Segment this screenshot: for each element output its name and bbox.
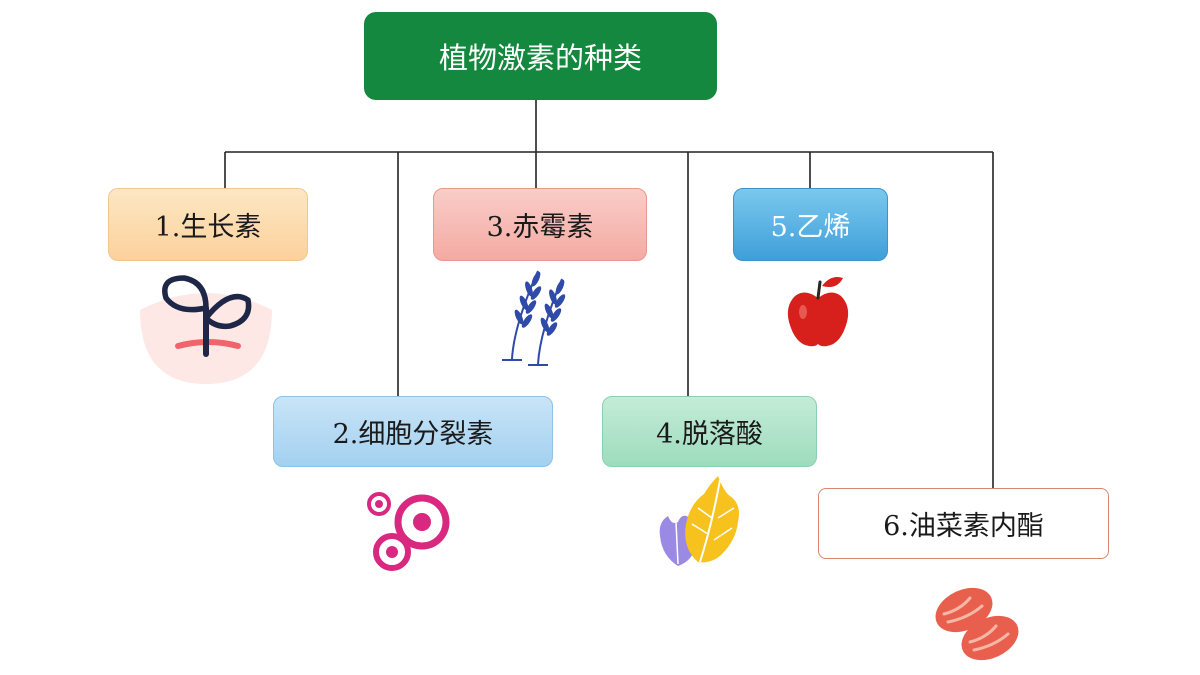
beans-icon bbox=[935, 587, 1019, 661]
node-label: 1.生长素 bbox=[154, 212, 262, 243]
node-label: 2.细胞分裂素 bbox=[332, 419, 494, 450]
root-label: 植物激素的种类 bbox=[438, 41, 642, 75]
node-label: 6.油菜素内酯 bbox=[883, 511, 1044, 542]
node-gibberellin: 3.赤霉素 bbox=[433, 188, 647, 261]
node-label: 5.乙烯 bbox=[770, 212, 851, 243]
apple-icon bbox=[787, 277, 849, 347]
sprout-icon bbox=[140, 275, 272, 384]
leaves-icon bbox=[659, 476, 739, 566]
node-abscisic-acid: 4.脱落酸 bbox=[602, 396, 817, 467]
node-brassinosteroid: 6.油菜素内酯 bbox=[818, 488, 1109, 559]
cells-icon bbox=[367, 492, 450, 571]
node-ethylene: 5.乙烯 bbox=[733, 188, 888, 261]
node-label: 3.赤霉素 bbox=[486, 212, 594, 243]
node-cytokinin: 2.细胞分裂素 bbox=[273, 396, 553, 467]
node-label: 4.脱落酸 bbox=[656, 419, 763, 450]
node-auxin: 1.生长素 bbox=[108, 188, 308, 261]
root-node-title: 植物激素的种类 bbox=[364, 12, 717, 100]
wheat-icon bbox=[502, 270, 566, 366]
